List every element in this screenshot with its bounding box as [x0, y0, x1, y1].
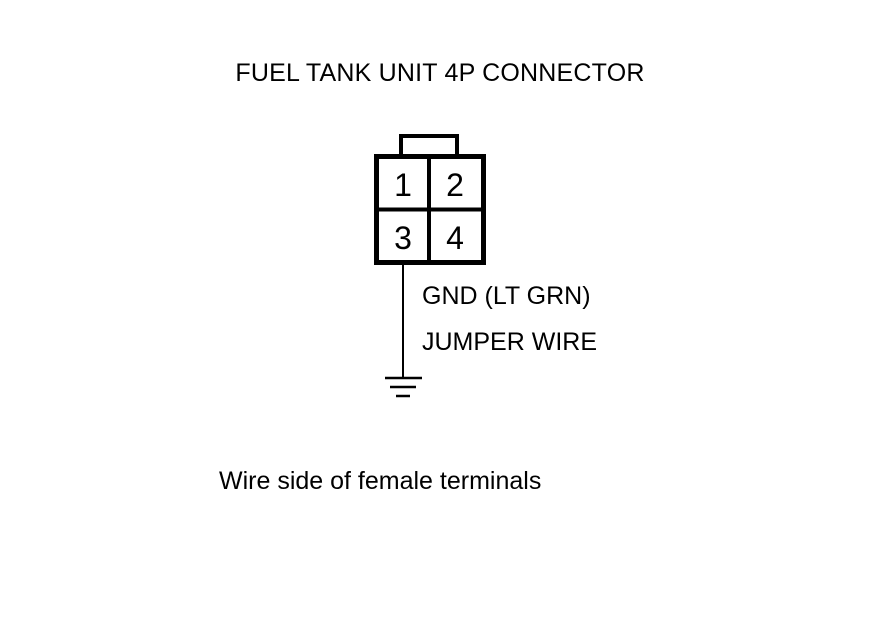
pin-4-label: 4	[446, 220, 464, 256]
diagram-title: FUEL TANK UNIT 4P CONNECTOR	[235, 59, 645, 87]
wire-label-gnd: GND (LT GRN)	[422, 282, 591, 310]
wire-label-jumper: JUMPER WIRE	[422, 328, 597, 356]
connector-lock-tab	[399, 134, 459, 156]
pin-3-label: 3	[394, 220, 412, 256]
pin-1-label: 1	[394, 167, 412, 203]
ground-icon	[385, 376, 422, 398]
pin-2-label: 2	[446, 167, 464, 203]
diagram-caption: Wire side of female terminals	[219, 467, 542, 495]
